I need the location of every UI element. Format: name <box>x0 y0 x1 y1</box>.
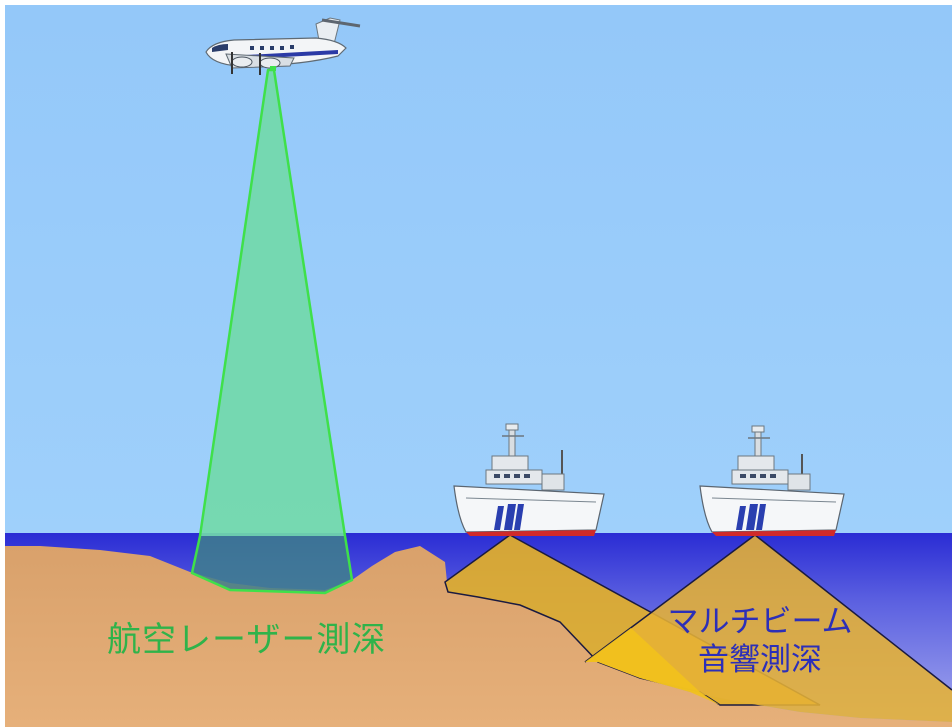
laser-beam-underwater <box>192 536 352 593</box>
laser-beam <box>200 70 345 536</box>
multibeam-label-line2: 音響測深 <box>698 642 822 678</box>
survey-vessel-icon <box>453 423 605 536</box>
sonar-beam-1-underlap <box>444 534 821 706</box>
survey-aircraft-icon <box>205 17 361 75</box>
multibeam-label-line1: マルチビーム <box>667 604 853 640</box>
airborne-laser-bathymetry-label: 航空レーザー測深 <box>107 620 387 660</box>
sonar-overlap <box>585 628 720 705</box>
sky <box>5 5 952 535</box>
multibeam-sonar-label: マルチビーム 音響測深 <box>655 603 865 679</box>
survey-vessel-icon <box>699 425 845 536</box>
